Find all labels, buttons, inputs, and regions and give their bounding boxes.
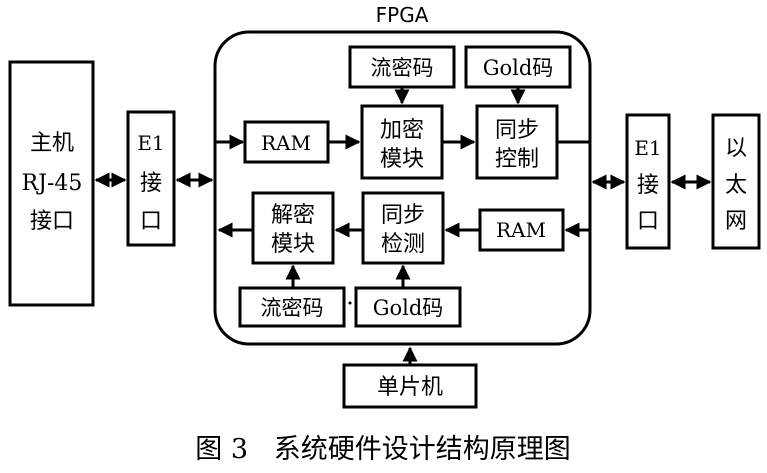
e1-interface-right: E1 接 口	[625, 113, 671, 250]
decrypt-module-line-2: 模块	[271, 232, 315, 257]
host-line-2: RJ-45	[22, 171, 83, 196]
e1-interface-left: E1 接 口	[126, 110, 176, 247]
decrypt-module: 解密 模块	[251, 191, 335, 265]
stream-cipher-bottom: 流密码	[238, 286, 346, 328]
ethernet-line-3: 网	[725, 209, 747, 234]
gold-code-bottom: Gold码	[354, 286, 462, 328]
fpga-container	[213, 30, 592, 346]
e1-right-line-2: 接	[637, 173, 659, 198]
ram-bottom-label: RAM	[496, 218, 546, 242]
sync-control-module: 同步 控制	[475, 104, 559, 180]
stream-cipher-bottom-label: 流密码	[261, 296, 324, 320]
encrypt-module: 加密 模块	[360, 104, 444, 180]
encrypt-module-line-2: 模块	[380, 147, 424, 172]
sync-control-line-1: 同步	[495, 118, 539, 143]
ram-bottom: RAM	[478, 208, 565, 252]
e1-right-line-1: E1	[634, 136, 661, 160]
host-line-3: 接口	[30, 209, 74, 234]
decrypt-module-line-1: 解密	[271, 203, 315, 228]
encrypt-module-line-1: 加密	[380, 118, 424, 143]
e1-right-line-3: 口	[637, 209, 659, 234]
gold-code-top-label: Gold码	[483, 56, 554, 80]
ethernet-block: 以 太 网	[711, 113, 761, 250]
fpga-label: FPGA	[376, 3, 429, 27]
sync-detect-line-2: 检测	[381, 232, 425, 257]
sync-control-line-2: 控制	[495, 147, 539, 172]
connectors	[94, 87, 712, 365]
e1-left-line-1: E1	[137, 131, 164, 155]
sync-detect-line-1: 同步	[381, 203, 425, 228]
separator-dot	[348, 301, 352, 305]
host-line-1: 主机	[30, 131, 74, 156]
stream-cipher-top: 流密码	[348, 45, 456, 89]
gold-code-top: Gold码	[464, 45, 572, 89]
sync-detect-module: 同步 检测	[361, 191, 445, 265]
gold-code-bottom-label: Gold码	[373, 296, 444, 320]
ethernet-line-1: 以	[725, 136, 747, 161]
stream-cipher-top-label: 流密码	[371, 56, 434, 80]
ram-top-label: RAM	[261, 131, 311, 155]
mcu-block: 单片机	[342, 363, 478, 409]
ram-top: RAM	[243, 120, 330, 164]
figure-caption: 图 3 系统硬件设计结构原理图	[195, 434, 571, 465]
host-rj45-block: 主机 RJ-45 接口	[8, 60, 95, 307]
mcu-label: 单片机	[377, 375, 443, 400]
e1-left-line-2: 接	[140, 171, 162, 196]
e1-left-line-3: 口	[140, 209, 162, 234]
ethernet-line-2: 太	[725, 173, 747, 198]
